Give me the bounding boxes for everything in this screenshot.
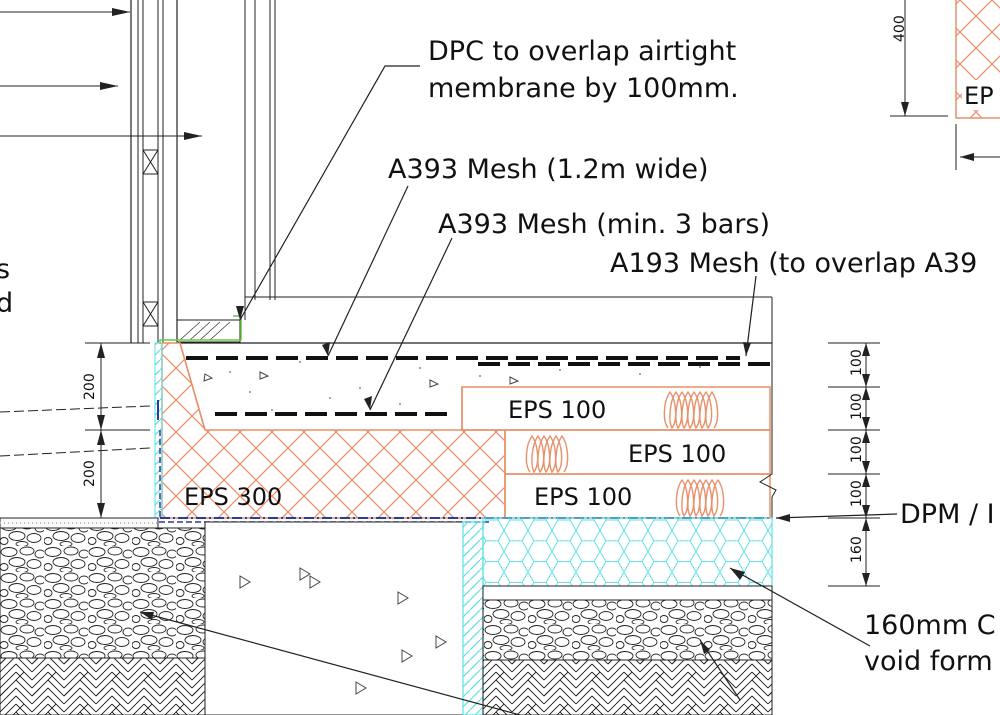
dimension-left-lower: 200 — [82, 460, 98, 487]
dimension-top-right: 400 — [892, 15, 908, 42]
left-leader-arrows — [0, 8, 202, 140]
arrow-dpc — [236, 306, 244, 320]
arrow-mesh-bars — [364, 396, 372, 410]
arrow-hardcore-right — [700, 640, 710, 654]
arrow-mesh-wide — [322, 342, 330, 356]
label-dpc-line2: membrane by 100mm. — [428, 73, 739, 104]
arrow-dpm — [776, 514, 790, 522]
arrow-void — [730, 568, 745, 580]
label-mesh-a393-bars: A393 Mesh (min. 3 bars) — [438, 209, 770, 240]
label-void-line1: 160mm C — [864, 610, 996, 641]
arrow-mesh-a193 — [743, 342, 751, 356]
right-dimension-lines — [828, 342, 880, 587]
left-dimension-lines — [0, 342, 151, 519]
label-mesh-a393-wide: A393 Mesh (1.2m wide) — [388, 154, 708, 185]
concrete-slab-speckle — [229, 361, 701, 411]
dimension-left-upper: 200 — [82, 373, 98, 400]
top-right-detail — [890, 0, 1000, 170]
label-dpm: DPM / I — [900, 499, 995, 530]
reinforcement-mesh — [186, 356, 772, 416]
dimension-right-4: 100 — [849, 480, 865, 507]
dimension-right-5: 160 — [849, 536, 865, 563]
ground-layers — [0, 517, 773, 715]
label-eps-mid: EPS 100 — [628, 440, 726, 468]
eps-corner-label: EP — [964, 82, 994, 110]
dimension-right-3: 100 — [849, 436, 865, 463]
label-dpc-line1: DPC to overlap airtight — [428, 36, 736, 67]
timber-frame-wall — [130, 0, 276, 344]
label-eps-top: EPS 100 — [508, 396, 606, 424]
label-eps-edge: EPS 300 — [184, 483, 282, 511]
label-void-line2: void form — [864, 646, 993, 677]
label-mesh-a193: A193 Mesh (to overlap A39 — [610, 248, 977, 279]
dimension-right-1: 100 — [849, 349, 865, 376]
dimension-right-2: 100 — [849, 393, 865, 420]
arrow-hardcore — [140, 612, 154, 620]
label-left-fragment1: s — [0, 254, 10, 285]
label-left-fragment2: d — [0, 288, 13, 319]
label-eps-bottom: EPS 100 — [534, 483, 632, 511]
